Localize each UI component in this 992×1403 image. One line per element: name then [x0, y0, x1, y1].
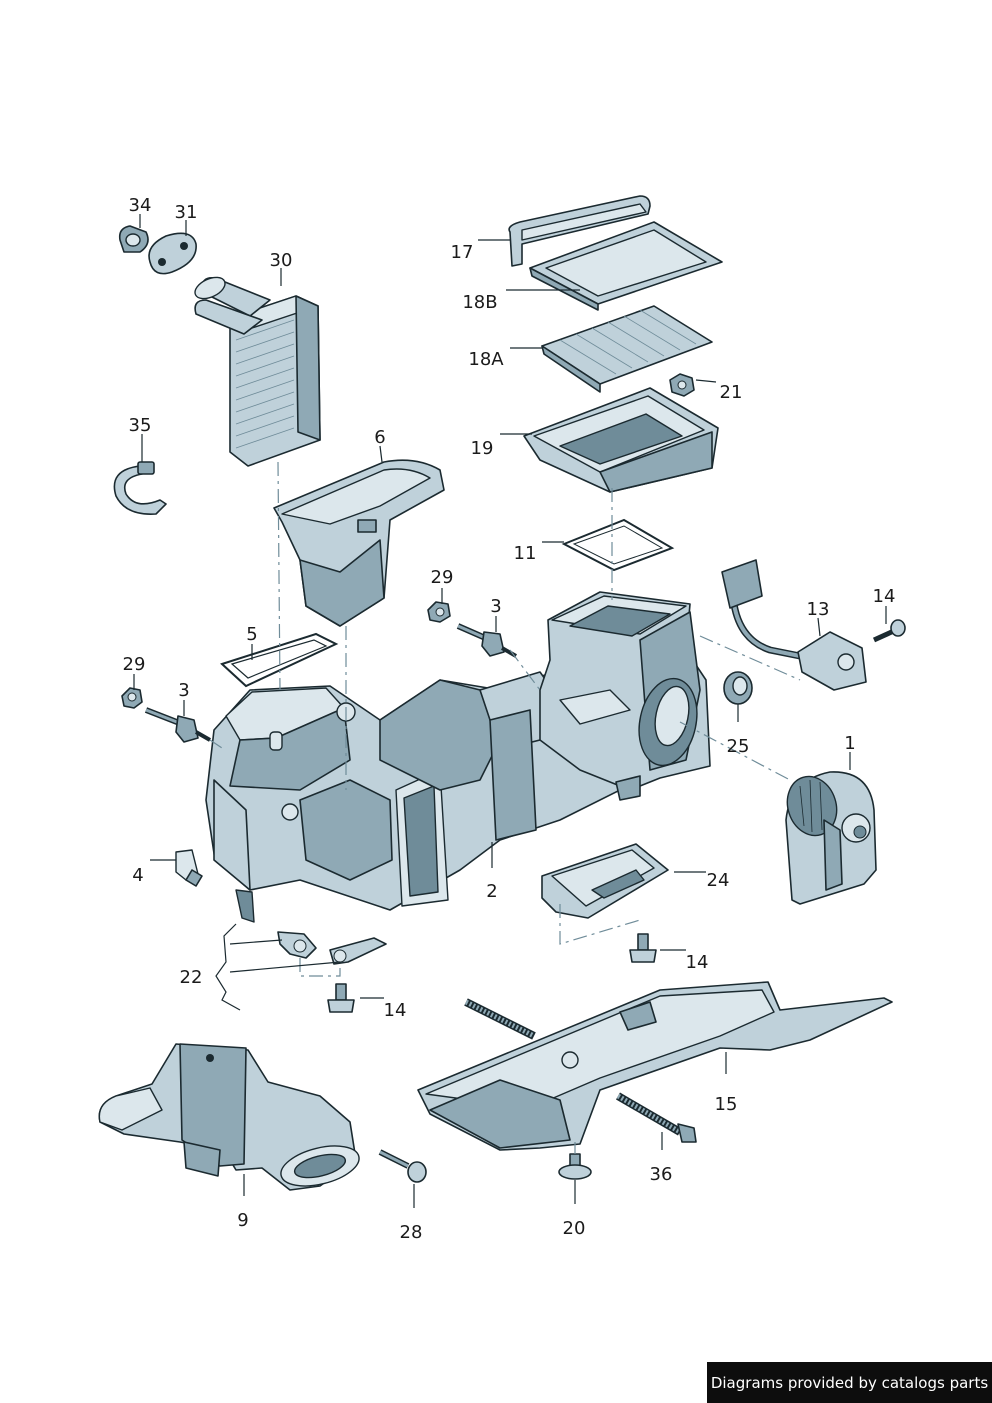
callout-30: 30 — [270, 250, 293, 271]
callout-36: 36 — [650, 1164, 673, 1185]
callout-34: 34 — [129, 195, 152, 216]
assembly-lines — [209, 461, 801, 1154]
heater-core[interactable] — [192, 273, 321, 467]
callout-6: 6 — [374, 427, 385, 448]
actuator-13[interactable] — [721, 559, 867, 691]
callout-29-left: 29 — [123, 654, 146, 675]
callout-31: 31 — [175, 202, 198, 223]
callout-18a: 18A — [468, 349, 504, 370]
callout-13: 13 — [807, 599, 830, 620]
screw-3-right[interactable] — [456, 623, 517, 658]
bolt-14-left[interactable] — [327, 983, 355, 1013]
nut-21[interactable] — [669, 373, 695, 397]
nut-29-right[interactable] — [427, 601, 451, 623]
blower-motor[interactable] — [780, 770, 877, 905]
callout-14-top: 14 — [873, 586, 896, 607]
screw-20[interactable] — [558, 1153, 592, 1180]
pipe-gasket[interactable] — [148, 232, 197, 275]
screw-28[interactable] — [378, 1149, 427, 1183]
cable-tie-36[interactable] — [615, 1092, 697, 1143]
grommet-25[interactable] — [723, 671, 753, 705]
callout-9: 9 — [237, 1210, 248, 1231]
callout-19: 19 — [471, 438, 494, 459]
callout-29-right: 29 — [431, 567, 454, 588]
callout-15: 15 — [715, 1094, 738, 1115]
callout-5: 5 — [246, 624, 257, 645]
callout-17: 17 — [451, 242, 474, 263]
callout-22: 22 — [180, 967, 203, 988]
module-24[interactable] — [541, 843, 669, 919]
callout-14-right: 14 — [686, 952, 709, 973]
lever-22[interactable] — [277, 931, 387, 965]
pollen-filter-18a[interactable] — [541, 305, 713, 393]
callout-21: 21 — [720, 382, 743, 403]
filter-housing-19[interactable] — [523, 387, 719, 493]
callout-18b: 18B — [462, 292, 497, 313]
cable-tie-top[interactable] — [464, 998, 536, 1040]
blower-housing[interactable] — [539, 591, 711, 801]
callout-35: 35 — [129, 415, 152, 436]
callout-1: 1 — [844, 733, 855, 754]
screw-14-top[interactable] — [872, 619, 906, 643]
callout-24: 24 — [707, 870, 730, 891]
callout-11: 11 — [514, 543, 537, 564]
filter-frame-17[interactable] — [508, 195, 651, 267]
heater-housing[interactable] — [205, 669, 641, 923]
callout-4: 4 — [132, 865, 143, 886]
leader-lines — [133, 214, 887, 1208]
bracket-4[interactable] — [175, 849, 203, 887]
callout-3-left: 3 — [178, 680, 189, 701]
nut-29-left[interactable] — [121, 687, 143, 709]
air-duct[interactable] — [273, 459, 445, 627]
duct-9[interactable] — [98, 1043, 363, 1193]
callout-3-right: 3 — [490, 596, 501, 617]
bolt-14-right[interactable] — [629, 933, 657, 963]
screw-3-left[interactable] — [144, 707, 211, 743]
credit-banner: Diagrams provided by catalogs parts — [707, 1362, 992, 1403]
callout-14-left: 14 — [384, 1000, 407, 1021]
callout-labels: 34 31 30 35 6 5 29 3 4 22 14 9 28 17 18B… — [123, 195, 896, 1243]
filter-tray-18b[interactable] — [529, 221, 723, 311]
callout-20: 20 — [563, 1218, 586, 1239]
cover-plate-15[interactable] — [417, 981, 893, 1151]
credit-text: Diagrams provided by catalogs parts — [710, 1373, 989, 1392]
callout-28: 28 — [400, 1222, 423, 1243]
retaining-strap[interactable] — [113, 461, 167, 515]
hose-clip[interactable] — [118, 225, 149, 253]
callout-2: 2 — [486, 881, 497, 902]
gasket-11[interactable] — [561, 518, 675, 572]
gasket-5[interactable] — [220, 632, 339, 688]
callout-25: 25 — [727, 736, 750, 757]
